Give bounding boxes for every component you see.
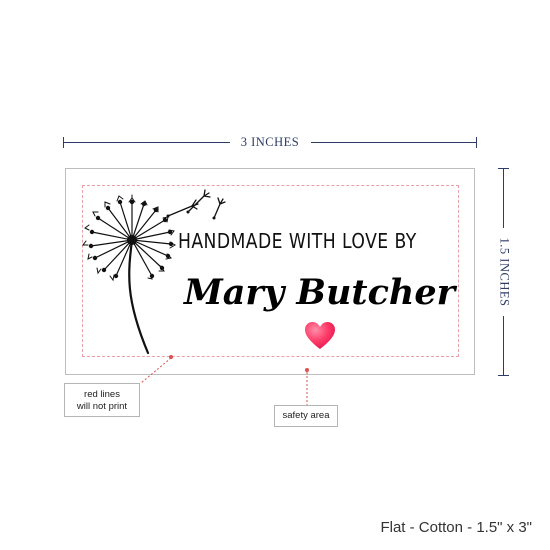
dandelion-icon	[82, 189, 226, 355]
width-dimension-cap-right	[476, 137, 477, 148]
safety-area-border	[82, 185, 459, 357]
width-dimension-line-right	[311, 142, 477, 143]
width-label: 3 INCHES	[240, 135, 300, 149]
product-caption: Flat - Cotton - 1.5" x 3"	[380, 519, 532, 536]
height-dimension-line-top	[503, 168, 504, 228]
safety-area-callout: safety area	[274, 405, 338, 427]
label-name: Mary Butcher	[184, 272, 456, 313]
height-dimension-line-bottom	[503, 316, 504, 376]
width-dimension-line-left	[63, 142, 230, 143]
width-dimension: 3 INCHES	[63, 135, 477, 149]
height-dimension: 1.5 INCHES	[496, 168, 512, 376]
height-label: 1.5 INCHES	[497, 237, 512, 307]
label-tagline: HANDMADE WITH LOVE BY	[178, 229, 417, 253]
height-dimension-cap-bottom	[498, 375, 509, 376]
red-lines-callout: red lines will not print	[64, 383, 140, 417]
red-lines-callout-line2: will not print	[76, 401, 128, 412]
heart-icon	[305, 322, 335, 349]
red-lines-callout-line1: red lines	[84, 389, 120, 400]
